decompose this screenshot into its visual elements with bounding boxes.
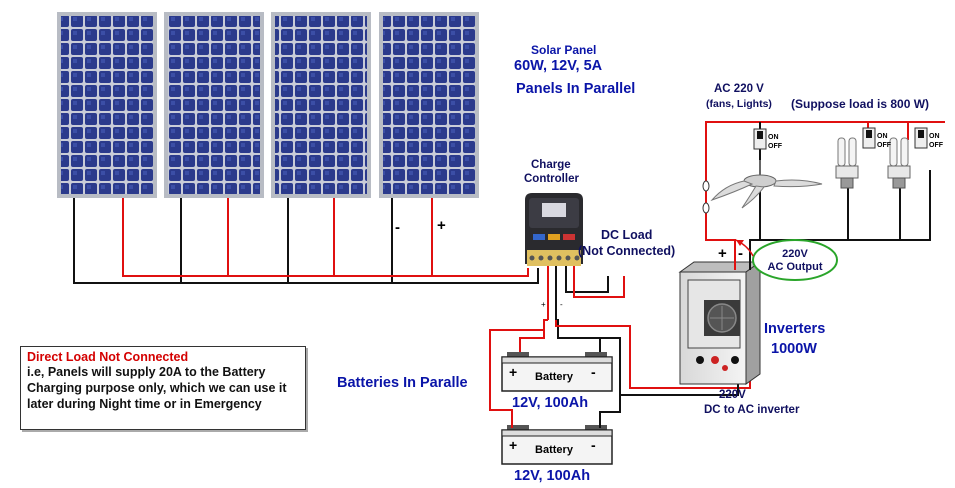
switch-light-1-icon (862, 127, 876, 149)
ac-output-line2: AC Output (768, 261, 823, 273)
switch-light-1-off: OFF (877, 142, 892, 149)
inverter (678, 261, 762, 385)
battery-wiring (489, 319, 751, 428)
panels-arrangement: Panels In Parallel (516, 81, 636, 97)
note-title: Direct Load Not Connected (27, 350, 189, 364)
dc-load-line2: (Not Connected) (578, 244, 676, 258)
panel-wiring (73, 198, 539, 284)
solar-panel-title: Solar Panel (531, 43, 597, 57)
inverter-sub-line1: 220V (719, 389, 746, 401)
ac-subtitle: (fans, Lights) (706, 98, 772, 110)
solar-panel-2 (164, 12, 264, 198)
cfl-bulb-1-icon (835, 137, 859, 189)
battery-2-label: Battery (535, 444, 574, 456)
battery-1-neg: - (591, 364, 596, 380)
ac-pos-sign: + (718, 245, 727, 262)
note-line3: later during Night time or in Emergency (27, 397, 262, 411)
switch-light-2-off: OFF (929, 142, 944, 149)
inverter-sub-line2: DC to AC inverter (704, 404, 800, 416)
battery-1-spec: 12V, 100Ah (512, 395, 589, 411)
inverter-title-line2: 1000W (771, 341, 817, 357)
panel-neg-sign: - (395, 219, 400, 236)
controller-wiring (547, 266, 625, 320)
battery-1-pos: + (509, 364, 517, 380)
ac-output-line1: 220V (782, 248, 808, 260)
switch-fan-off: OFF (768, 143, 783, 150)
solar-panel-1 (57, 12, 157, 198)
charge-controller (525, 193, 583, 266)
battery-1-label: Battery (535, 371, 574, 383)
ceiling-fan-icon (710, 160, 823, 209)
fuse-icon (702, 180, 710, 214)
switch-light-1-on: ON (877, 133, 888, 140)
cfl-bulb-2-icon (887, 137, 911, 189)
solar-panel-3 (271, 12, 371, 198)
ac-output-bubble (735, 239, 838, 281)
switch-fan-on: ON (768, 134, 779, 141)
ac-load-note: (Suppose load is 800 W) (791, 97, 930, 111)
solar-panel-4 (379, 12, 479, 198)
ac-wiring (705, 121, 945, 270)
battery-1 (501, 352, 613, 392)
controller-label-line2: Controller (524, 173, 579, 185)
ac-neg-sign: - (738, 245, 743, 262)
note-line1: i.e, Panels will supply 20A to the Batte… (27, 365, 266, 379)
controller-label-line1: Charge (531, 159, 571, 171)
battery-2-pos: + (509, 437, 517, 453)
controller-batt-pos: + (541, 300, 546, 309)
dc-load-line1: DC Load (601, 228, 653, 242)
note-line2: Charging purpose only, which we can use … (27, 381, 287, 395)
ac-title: AC 220 V (714, 83, 764, 95)
battery-2-spec: 12V, 100Ah (514, 468, 591, 484)
battery-2-neg: - (591, 437, 596, 453)
inverter-title-line1: Inverters (764, 321, 826, 337)
batteries-arrangement: Batteries In Paralle (337, 375, 468, 391)
direct-load-note: Direct Load Not Connected i.e, Panels wi… (20, 346, 306, 430)
controller-batt-neg: - (560, 300, 563, 309)
solar-panel-spec: 60W, 12V, 5A (514, 58, 603, 74)
switch-fan-icon (753, 128, 767, 150)
battery-2 (501, 425, 613, 465)
panel-pos-sign: + (437, 217, 446, 234)
switch-light-2-icon (914, 127, 928, 149)
switch-light-2-on: ON (929, 133, 940, 140)
